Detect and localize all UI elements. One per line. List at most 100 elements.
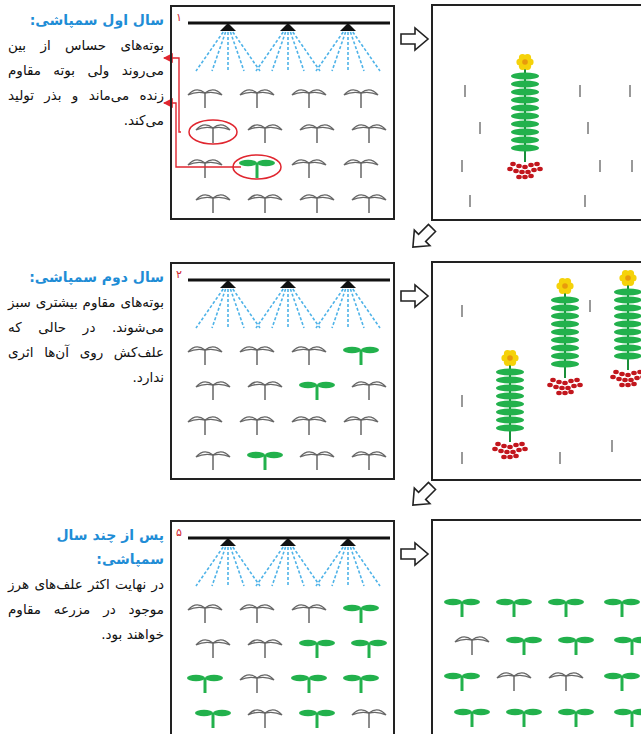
sensitive-seedling bbox=[300, 125, 334, 143]
resistant-seedling bbox=[343, 605, 379, 623]
resistant-seedling bbox=[506, 637, 542, 655]
dead-stem bbox=[589, 300, 591, 312]
sensitive-seedling bbox=[292, 90, 326, 108]
resistant-seedling bbox=[604, 673, 640, 691]
caption-block: سال دوم سمپاشی:بوته‌های مقاوم بیشتری سبز… bbox=[8, 266, 164, 390]
spray bbox=[293, 289, 320, 328]
resistant-seedling bbox=[614, 709, 641, 727]
sensitive-seedling bbox=[352, 452, 386, 470]
leader-line bbox=[164, 103, 241, 167]
dead-stem bbox=[587, 122, 589, 134]
resistant-seedling bbox=[444, 673, 480, 691]
sensitive-seedling bbox=[344, 90, 378, 108]
resistant-seedling bbox=[604, 599, 640, 617]
spray bbox=[332, 289, 346, 328]
resistant-seedling bbox=[299, 382, 335, 400]
sensitive-seedling bbox=[455, 637, 489, 655]
spray bbox=[272, 547, 286, 586]
row-art bbox=[187, 520, 641, 734]
spray bbox=[272, 32, 286, 71]
spray bbox=[353, 289, 380, 328]
dead-stem bbox=[629, 85, 631, 97]
spray bbox=[233, 547, 260, 586]
dead-stem bbox=[461, 452, 463, 464]
sensitive-seedling bbox=[196, 382, 230, 400]
sensitive-seedling bbox=[240, 417, 274, 435]
resistant-seedling bbox=[291, 675, 327, 693]
spray bbox=[293, 547, 320, 586]
resistant-seedling bbox=[558, 637, 594, 655]
resistant-seedling bbox=[444, 599, 480, 617]
spray bbox=[212, 547, 226, 586]
sensitive-seedling bbox=[240, 605, 274, 623]
caption-block: سال اول سمپاشی:بوته‌های حساس از بین می‌ر… bbox=[8, 9, 164, 133]
spray bbox=[233, 32, 260, 71]
spray bbox=[227, 289, 229, 328]
sensitive-seedling bbox=[240, 347, 274, 365]
spray bbox=[287, 32, 289, 71]
step-heading: پس از چند سال سمپاشی: bbox=[8, 524, 164, 572]
sensitive-seedling bbox=[549, 673, 583, 691]
sensitive-seedling bbox=[292, 347, 326, 365]
callout-number: ۵ bbox=[176, 526, 182, 539]
spray bbox=[347, 547, 349, 586]
step-heading: سال دوم سمپاشی: bbox=[8, 266, 164, 290]
spray bbox=[332, 547, 346, 586]
sensitive-seedling bbox=[300, 195, 334, 213]
sensitive-seedling bbox=[196, 640, 230, 658]
sensitive-seedling bbox=[188, 417, 222, 435]
sensitive-seedling bbox=[344, 417, 378, 435]
resistant-seedling bbox=[548, 599, 584, 617]
sensitive-seedling bbox=[352, 195, 386, 213]
dead-stem bbox=[611, 440, 613, 452]
sensitive-seedling bbox=[292, 160, 326, 178]
sensitive-seedling bbox=[248, 710, 282, 728]
leader-line bbox=[164, 58, 181, 132]
dead-stem bbox=[584, 195, 586, 207]
dead-stem bbox=[461, 160, 463, 172]
sensitive-seedling bbox=[352, 125, 386, 143]
spray bbox=[332, 32, 346, 71]
dead-stem bbox=[631, 160, 633, 172]
resistant-seedling bbox=[343, 347, 379, 365]
spray bbox=[347, 32, 349, 71]
row-art bbox=[188, 5, 641, 220]
sensitive-seedling bbox=[196, 125, 230, 143]
spray bbox=[227, 32, 229, 71]
nozzle bbox=[220, 280, 236, 288]
dead-stem bbox=[559, 452, 561, 464]
sensitive-seedling bbox=[248, 640, 282, 658]
result-panel bbox=[432, 262, 641, 480]
grown-weed bbox=[507, 54, 543, 179]
resistant-seedling bbox=[299, 640, 335, 658]
resistant-seedling bbox=[343, 675, 379, 693]
flow-arrow bbox=[405, 220, 440, 255]
dead-stem bbox=[461, 395, 463, 407]
spray bbox=[287, 289, 289, 328]
spray bbox=[272, 289, 286, 328]
nozzle bbox=[340, 23, 356, 31]
step-description: بوته‌های حساس از بین می‌روند ولی بوته مق… bbox=[8, 33, 164, 133]
field-panel: ۱سال اول سمپاشی:بوته‌های حساس از بین می‌… bbox=[170, 5, 395, 220]
sensitive-seedling bbox=[188, 160, 222, 178]
dead-stem bbox=[464, 85, 466, 97]
callout-number: ۱ bbox=[176, 11, 182, 24]
spray bbox=[293, 32, 320, 71]
sensitive-seedling bbox=[352, 382, 386, 400]
sensitive-seedling bbox=[300, 452, 334, 470]
grown-weed bbox=[492, 350, 528, 459]
dead-stem bbox=[479, 122, 481, 134]
sensitive-seedling bbox=[240, 90, 274, 108]
resistant-seedling bbox=[496, 599, 532, 617]
resistant-seedling bbox=[558, 709, 594, 727]
resistant-seedling bbox=[187, 675, 223, 693]
spray bbox=[227, 547, 229, 586]
result-panel bbox=[432, 5, 641, 220]
dead-stem bbox=[579, 85, 581, 97]
row-art bbox=[188, 262, 641, 480]
sensitive-seedling bbox=[188, 90, 222, 108]
nozzle bbox=[340, 280, 356, 288]
nozzle bbox=[280, 23, 296, 31]
resistant-seedling bbox=[239, 160, 275, 178]
